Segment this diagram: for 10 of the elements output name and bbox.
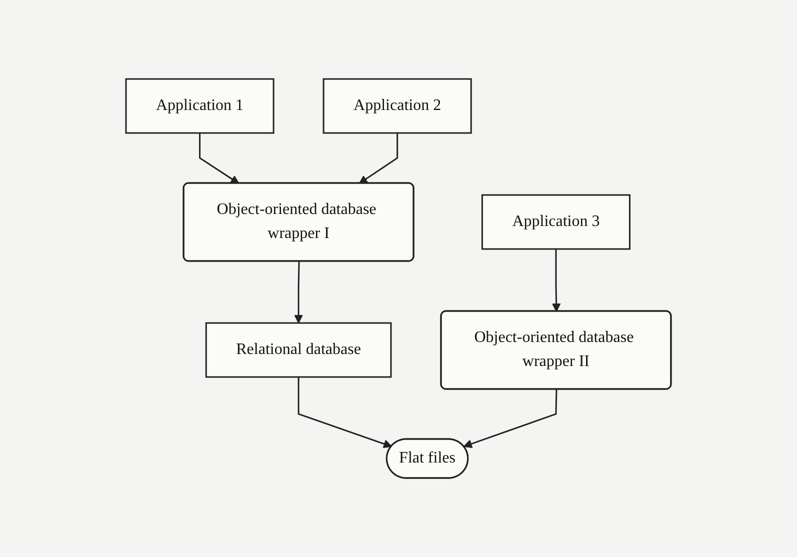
node-box: Relational database (205, 322, 392, 378)
arrow (199, 133, 240, 184)
node-box: Application 1 (125, 78, 274, 134)
arrow (358, 133, 398, 184)
arrow (298, 377, 392, 448)
node-box: Application 2 (322, 78, 472, 134)
arrow (552, 249, 561, 312)
arrow (294, 261, 303, 324)
arrow (463, 389, 558, 448)
node-box: Application 3 (481, 194, 630, 250)
